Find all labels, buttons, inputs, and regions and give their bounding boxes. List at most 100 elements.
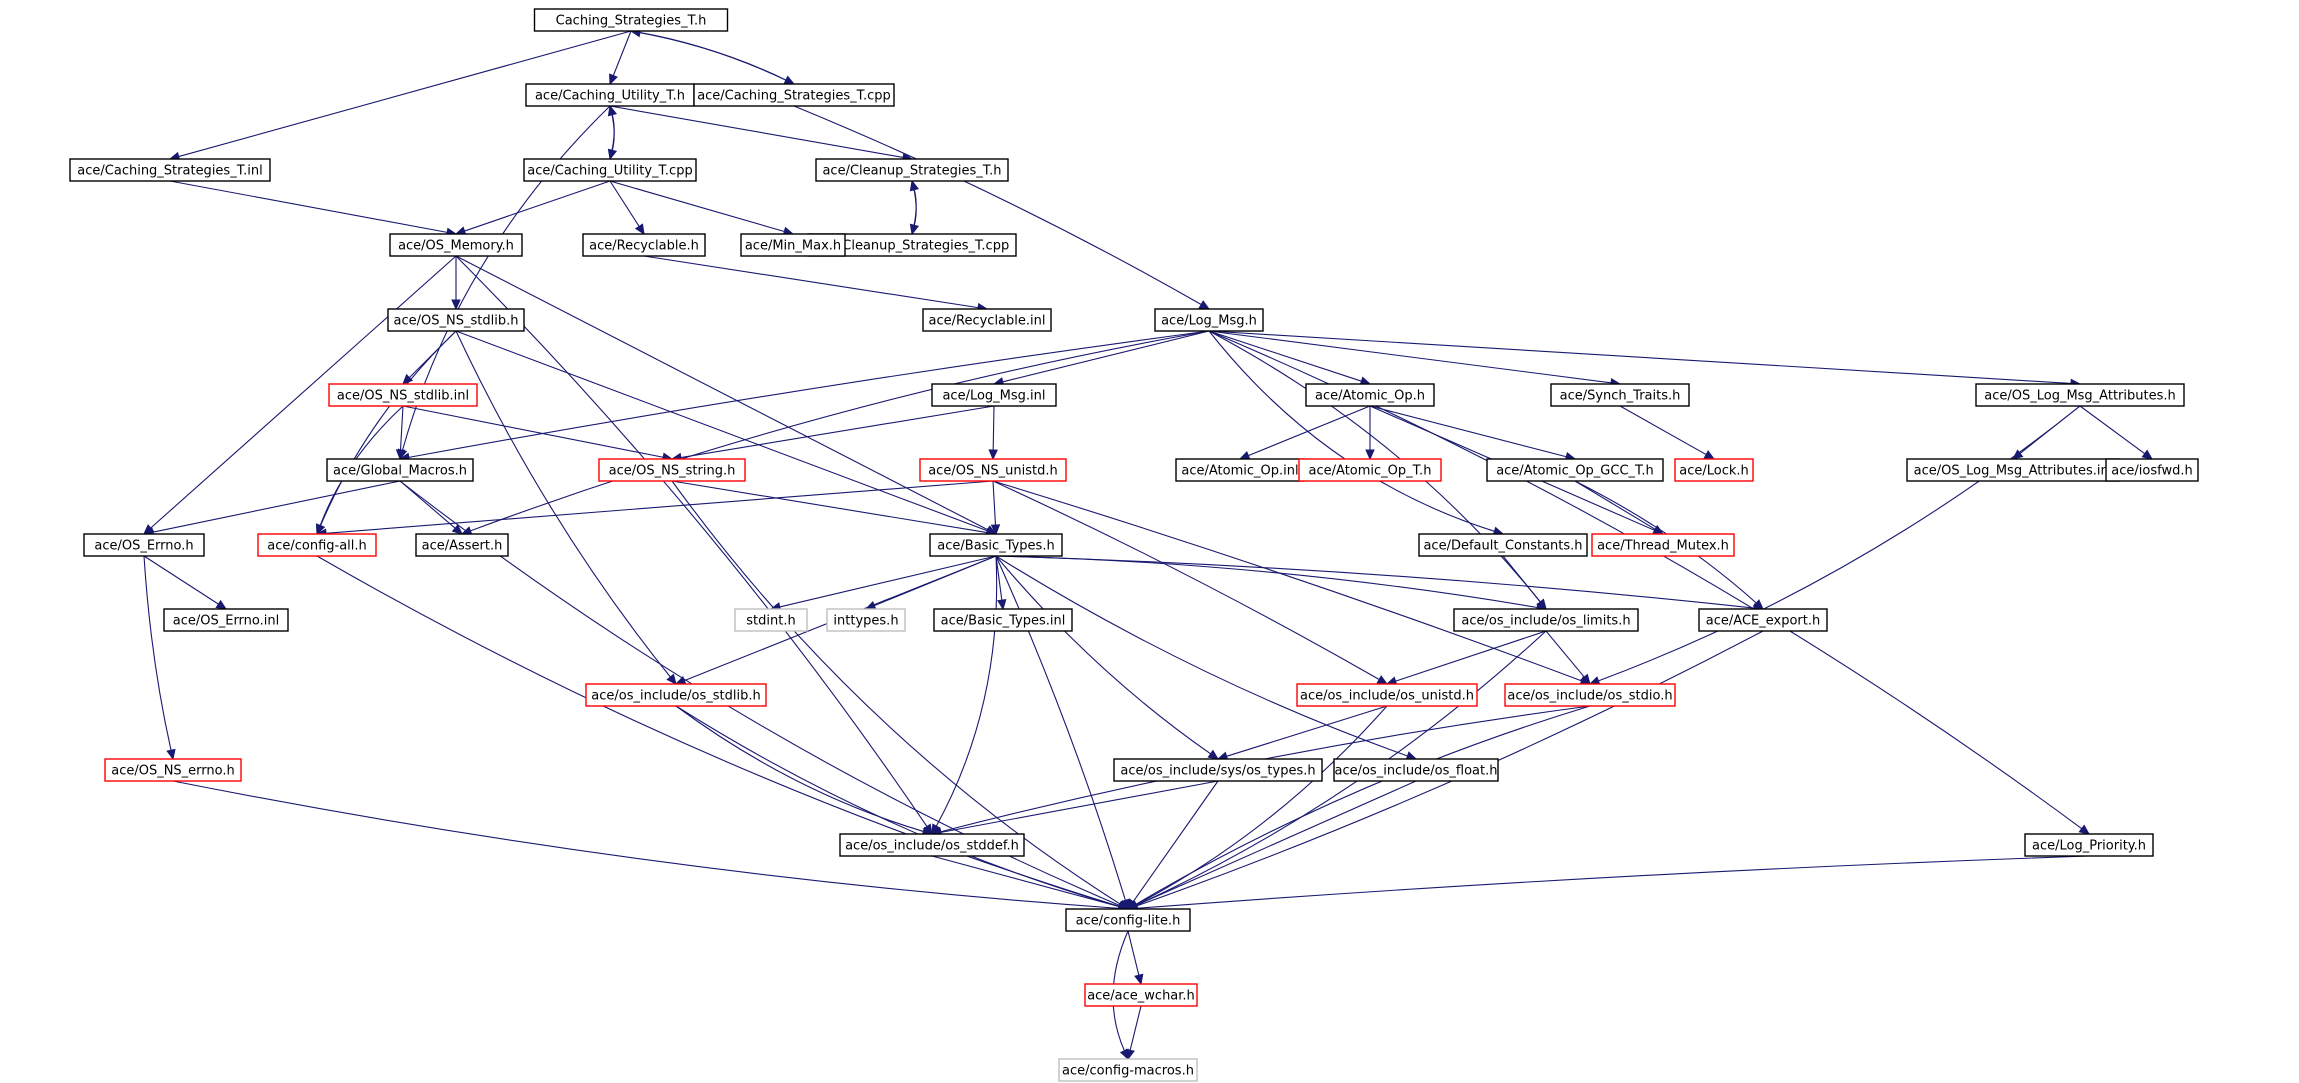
edge-line (935, 555, 998, 827)
edge-line (325, 480, 994, 534)
edge-cut_cpp-to-osmem (454, 180, 611, 236)
node-assert[interactable]: ace/Assert.h (415, 533, 509, 557)
edge-oserrno-to-oserrno2 (143, 555, 176, 761)
node-osfloat[interactable]: ace/os_include/os_float.h (1333, 758, 1499, 782)
edge-atomic_h-to-atomic_t (1365, 405, 1375, 461)
node-stdlib_inl[interactable]: ace/OS_NS_stdlib.inl (328, 383, 478, 407)
node-box (582, 233, 706, 257)
node-oslogattr_h[interactable]: ace/OS_Log_Msg_Attributes.h (1975, 383, 2185, 407)
edge-line (1208, 330, 1612, 384)
node-osunistd[interactable]: ace/OS_NS_unistd.h (919, 458, 1067, 482)
node-cleanup_h[interactable]: ace/Cleanup_Strategies_T.h (815, 158, 1009, 182)
edge-cut_h-to-cleanup_h (609, 105, 914, 163)
node-basictypes_inl[interactable]: ace/Basic_Types.inl (933, 608, 1073, 632)
node-osstddef[interactable]: ace/os_include/os_stddef.h (839, 833, 1025, 857)
node-basictypes[interactable]: ace/Basic_Types.h (929, 533, 1063, 557)
node-oserrno2[interactable]: ace/OS_NS_errno.h (104, 758, 242, 782)
node-box (1154, 308, 1264, 332)
arrowhead-icon (215, 599, 228, 610)
edge-osinc_unistd-to-systypes (1216, 705, 1388, 761)
nodes-layer: Caching_Strategies_T.h ace/Caching_Utilit… (69, 8, 2199, 1082)
node-osinc_unistd[interactable]: ace/os_include/os_unistd.h (1296, 683, 1478, 707)
node-root[interactable]: Caching_Strategies_T.h (533, 8, 729, 32)
edge-line (1208, 330, 2072, 385)
node-logmsg_inl[interactable]: ace/Log_Msg.inl (931, 383, 1057, 407)
node-cut_h[interactable]: ace/Caching_Utility_T.h (525, 83, 695, 107)
node-recyc_inl[interactable]: ace/Recyclable.inl (922, 308, 1052, 332)
node-atomic_t[interactable]: ace/Atomic_Op_T.h (1298, 458, 1442, 482)
node-label: ace/Log_Priority.h (2032, 839, 2146, 854)
node-box (104, 758, 242, 782)
node-oslimits[interactable]: ace/os_include/os_limits.h (1453, 608, 1639, 632)
node-systypes[interactable]: ace/os_include/sys/os_types.h (1113, 758, 1323, 782)
node-label: inttypes.h (833, 614, 898, 629)
edge-globalmac-to-oserrno (142, 480, 401, 537)
node-oserrno_inl[interactable]: ace/OS_Errno.inl (163, 608, 289, 632)
node-globalmac[interactable]: ace/Global_Macros.h (326, 458, 474, 482)
node-atomic_inl[interactable]: ace/Atomic_Op.inl (1175, 458, 1305, 482)
node-label: ace/OS_NS_stdlib.inl (337, 389, 469, 404)
node-label: ace/Min_Max.h (745, 239, 841, 254)
edge-logmsg_inl-to-osunistd (988, 405, 998, 461)
node-cst_cpp[interactable]: ace/Caching_Strategies_T.cpp (693, 83, 895, 107)
edge-osunistd-to-basictypes (990, 480, 1001, 536)
node-cut_cpp[interactable]: ace/Caching_Utility_T.cpp (523, 158, 697, 182)
node-label: ace/OS_Log_Msg_Attributes.inl (1914, 464, 2113, 479)
edge-osinc_stdlib-to-osstddef (675, 705, 934, 836)
node-osinc_stdio[interactable]: ace/os_include/os_stdio.h (1504, 683, 1676, 707)
node-iosfwd[interactable]: ace/iosfwd.h (2105, 458, 2199, 482)
node-cst_inl[interactable]: ace/Caching_Strategies_T.inl (69, 158, 271, 182)
node-stdlib_h[interactable]: ace/OS_NS_stdlib.h (387, 308, 525, 332)
node-atomic_gcc[interactable]: ace/Atomic_Op_GCC_T.h (1486, 458, 1664, 482)
node-label: ace/Cleanup_Strategies_T.h (822, 164, 1001, 179)
edge-line (911, 189, 917, 235)
node-oslogattr_inl[interactable]: ace/OS_Log_Msg_Attributes.inl (1906, 458, 2120, 482)
node-atomic_h[interactable]: ace/Atomic_Op.h (1305, 383, 1435, 407)
edge-line (455, 255, 928, 827)
edge-line (1127, 930, 1140, 976)
node-label: ace/config-lite.h (1076, 914, 1181, 929)
node-defconst[interactable]: ace/Default_Constants.h (1418, 533, 1588, 557)
edge-basictypes-to-stdint (769, 555, 997, 612)
node-box (1065, 908, 1191, 932)
node-oserrno[interactable]: ace/OS_Errno.h (83, 533, 205, 557)
arrowhead-icon (451, 524, 463, 535)
node-osmem[interactable]: ace/OS_Memory.h (389, 233, 523, 257)
node-osinc_stdlib[interactable]: ace/os_include/os_stdlib.h (585, 683, 767, 707)
node-recyc_h[interactable]: ace/Recyclable.h (582, 233, 706, 257)
node-configall[interactable]: ace/config-all.h (257, 533, 377, 557)
node-label: ace/os_include/os_float.h (1334, 764, 1497, 779)
edge-defconst-to-oslimits (1502, 555, 1547, 610)
arrowhead-icon (1580, 673, 1591, 685)
edge-line (150, 255, 457, 529)
node-logmsg_h[interactable]: ace/Log_Msg.h (1154, 308, 1264, 332)
node-cleanup_cpp[interactable]: ace/Cleanup_Strategies_T.cpp (807, 233, 1017, 257)
edge-line (178, 30, 632, 158)
edge-line (639, 32, 795, 85)
edge-logmsg_h-to-assert (460, 330, 1210, 536)
node-box (1058, 1058, 1198, 1082)
node-logprio[interactable]: ace/Log_Priority.h (2024, 833, 2154, 857)
node-configlite[interactable]: ace/config-lite.h (1065, 908, 1191, 932)
node-osstring[interactable]: ace/OS_NS_string.h (598, 458, 746, 482)
node-label: ace/Synch_Traits.h (1560, 389, 1681, 404)
node-box (1486, 458, 1664, 482)
node-aceexport[interactable]: ace/ACE_export.h (1698, 608, 1828, 632)
edge-oslimits-to-osinc_unistd (1385, 630, 1547, 686)
node-label: ace/Caching_Utility_T.h (535, 89, 685, 104)
node-acewchar[interactable]: ace/ace_wchar.h (1084, 983, 1198, 1007)
edge-line (1135, 780, 1417, 906)
node-box (1698, 608, 1828, 632)
node-configmacros: ace/config-macros.h (1058, 1058, 1198, 1082)
node-label: ace/os_include/sys/os_types.h (1120, 764, 1315, 779)
node-threadmutex[interactable]: ace/Thread_Mutex.h (1591, 533, 1735, 557)
edge-stdlib_h-to-osinc_stdlib (455, 330, 677, 685)
node-minmax[interactable]: ace/Min_Max.h (740, 233, 846, 257)
node-box (326, 458, 474, 482)
node-box (1298, 458, 1442, 482)
node-synch[interactable]: ace/Synch_Traits.h (1550, 383, 1690, 407)
node-lock[interactable]: ace/Lock.h (1674, 458, 1754, 482)
edge-line (1598, 405, 2081, 682)
node-stdint: stdint.h (734, 608, 808, 632)
edge-line (931, 855, 1120, 908)
